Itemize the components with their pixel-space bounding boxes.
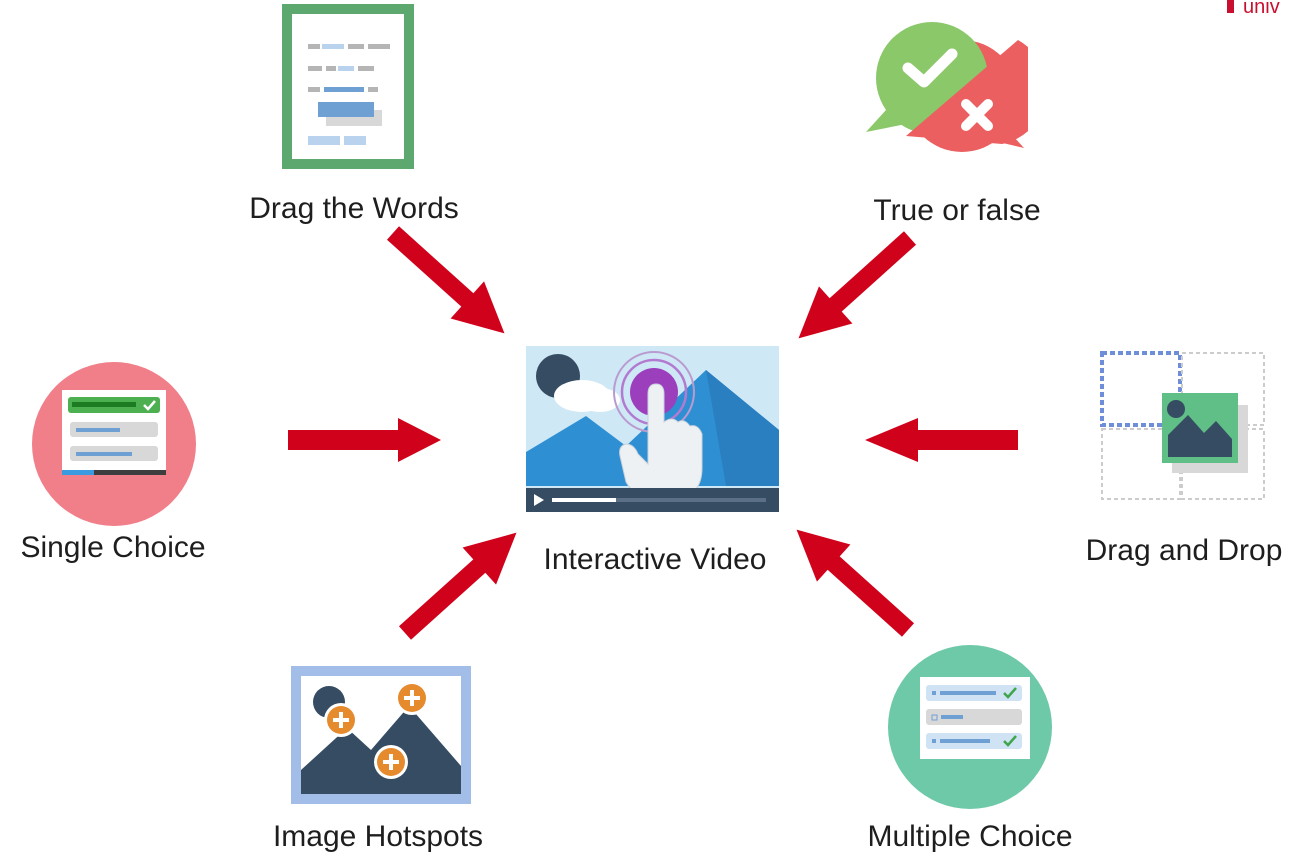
video-with-tap-hand-icon <box>526 346 779 512</box>
label-single-choice: Single Choice <box>20 531 206 564</box>
arrow-image-hotspots <box>398 532 517 640</box>
label-true-or-false: True or false <box>873 194 1041 227</box>
label-multiple-choice: Multiple Choice <box>867 820 1073 853</box>
arrow-single-choice <box>288 418 441 462</box>
drag-and-drop-image-icon <box>1100 351 1265 500</box>
logo-text: univ <box>1243 0 1280 18</box>
true-false-speech-bubbles-icon <box>866 22 1028 152</box>
label-drag-and-drop: Drag and Drop <box>1085 534 1283 567</box>
image-with-hotspots-icon <box>291 666 471 804</box>
single-choice-list-icon <box>32 362 196 526</box>
label-interactive-video: Interactive Video <box>543 543 767 576</box>
label-image-hotspots: Image Hotspots <box>272 820 484 853</box>
logo-mark <box>1227 0 1234 13</box>
arrow-true-or-false <box>798 231 917 339</box>
multiple-choice-list-icon <box>888 645 1052 809</box>
arrow-drag-and-drop <box>865 418 1018 462</box>
document-with-draggable-words-icon <box>282 4 414 169</box>
arrow-multiple-choice <box>796 529 915 637</box>
label-drag-the-words: Drag the Words <box>249 192 459 225</box>
arrow-drag-the-words <box>386 226 505 334</box>
